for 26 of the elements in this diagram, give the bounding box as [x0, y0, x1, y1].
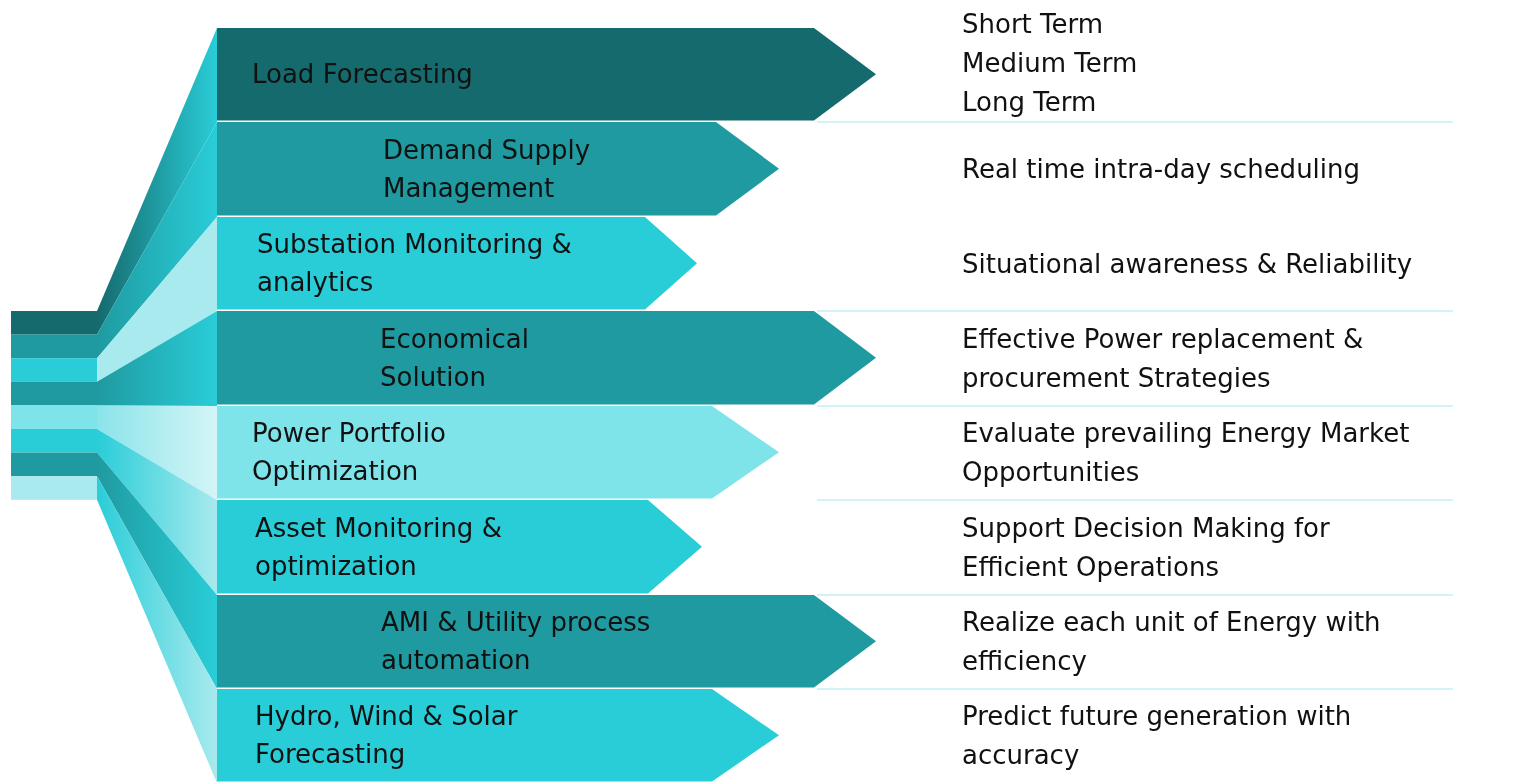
description-text: Long Term [962, 85, 1097, 119]
arrow-shape [217, 500, 702, 595]
arrow-label: Asset Monitoring & optimization [255, 511, 503, 583]
description-text: Realize each unit of Energy with efficiency [962, 606, 1382, 678]
arrow-label: AMI & Utility process automation [381, 606, 652, 678]
arrow-shape [217, 595, 876, 689]
description-text: Support Decision Making for Efficient Operations [962, 511, 1331, 584]
arrow-label: Load Forecasting [252, 58, 474, 92]
description-text: Short Term [962, 7, 1104, 41]
arrow-label: Economical Solution [380, 322, 531, 394]
arrow-shape [217, 311, 876, 406]
arrow-shape [217, 406, 779, 500]
arrow-shape [217, 217, 697, 311]
arrow-label: Power Portfolio Optimization [252, 417, 447, 489]
arrow-label: Substation Monitoring & analytics [257, 228, 573, 300]
arrow-shape [217, 122, 779, 217]
arrow-shape [217, 28, 876, 122]
description-text: Predict future generation with accuracy [962, 700, 1353, 772]
description-text: Real time intra-day scheduling [962, 153, 1361, 186]
description-text: Situational awareness & Reliability [962, 247, 1413, 281]
description-text: Effective Power replacement & procurement Strategies [962, 322, 1365, 395]
description-text: Evaluate prevailing Energy Market Opportunities [962, 417, 1411, 489]
arrow-shape [217, 689, 779, 783]
arrow-label: Hydro, Wind & Solar Forecasting [255, 700, 519, 772]
description-text: Medium Term [962, 46, 1138, 80]
arrow-label: Demand Supply Management [383, 133, 592, 205]
